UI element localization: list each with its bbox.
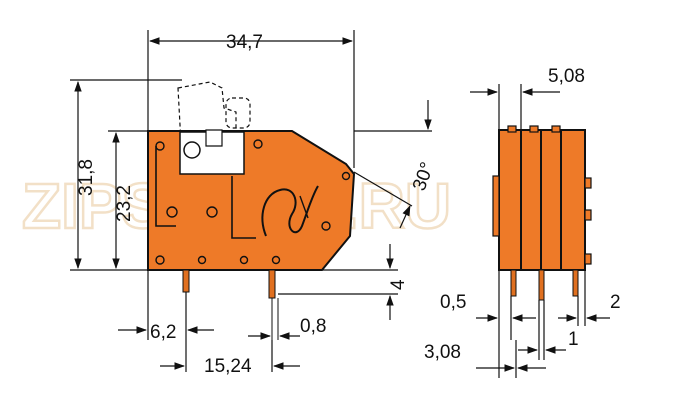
dim-pin-width: 0,8 — [300, 316, 326, 337]
hole-1 — [155, 141, 165, 151]
hole-9 — [239, 255, 249, 265]
front-view — [147, 81, 356, 340]
pin-right — [268, 269, 276, 299]
dim-module-width: 5,08 — [548, 66, 585, 87]
pin-left — [182, 269, 190, 293]
side-latch-3 — [584, 253, 592, 265]
side-pin-1 — [510, 269, 517, 297]
clamp-frame — [231, 176, 256, 239]
dim-overall-width: 34,7 — [226, 32, 263, 53]
side-top-tab-1 — [507, 125, 517, 133]
side-top-tab-3 — [551, 125, 561, 133]
terminal-body — [147, 130, 356, 271]
hole-8 — [197, 255, 207, 265]
side-view — [492, 125, 592, 301]
side-module-2 — [520, 129, 542, 271]
dim-pin-length: 4 — [388, 279, 409, 290]
dim-pin-offset: 6,2 — [150, 322, 176, 343]
side-module-1 — [498, 129, 522, 271]
side-pin-3 — [572, 269, 579, 297]
dim-pitch: 15,24 — [204, 356, 252, 377]
front-dimensions — [70, 30, 432, 372]
side-top-tab-2 — [529, 125, 539, 133]
dim-pin-spacing: 1 — [568, 329, 579, 350]
side-module-4 — [560, 129, 586, 271]
dim-side-offset: 3,08 — [424, 342, 461, 363]
hole-3 — [341, 171, 351, 181]
side-pin-2 — [538, 269, 545, 301]
dim-right-gap: 2 — [610, 292, 621, 313]
lever-tab — [205, 129, 223, 147]
lever-pivot — [183, 141, 201, 159]
hole-7 — [155, 255, 165, 265]
dim-body-height: 23,2 — [114, 185, 135, 222]
side-dimensions — [470, 84, 610, 378]
dim-overall-height: 31,8 — [76, 159, 97, 196]
hole-4 — [166, 206, 178, 218]
hole-10 — [271, 255, 281, 265]
lever-handle-dashed — [225, 97, 251, 129]
hole-5 — [206, 206, 218, 218]
side-latch-2 — [584, 209, 592, 221]
hole-6 — [321, 221, 331, 231]
spring-leg — [299, 195, 309, 219]
dim-pin-gap-left: 0,5 — [440, 292, 466, 313]
side-rib — [492, 175, 500, 237]
side-latch-1 — [584, 177, 592, 189]
side-module-3 — [540, 129, 562, 271]
clamp-spring — [261, 185, 319, 237]
busbar — [155, 146, 176, 227]
hole-2 — [253, 139, 263, 149]
